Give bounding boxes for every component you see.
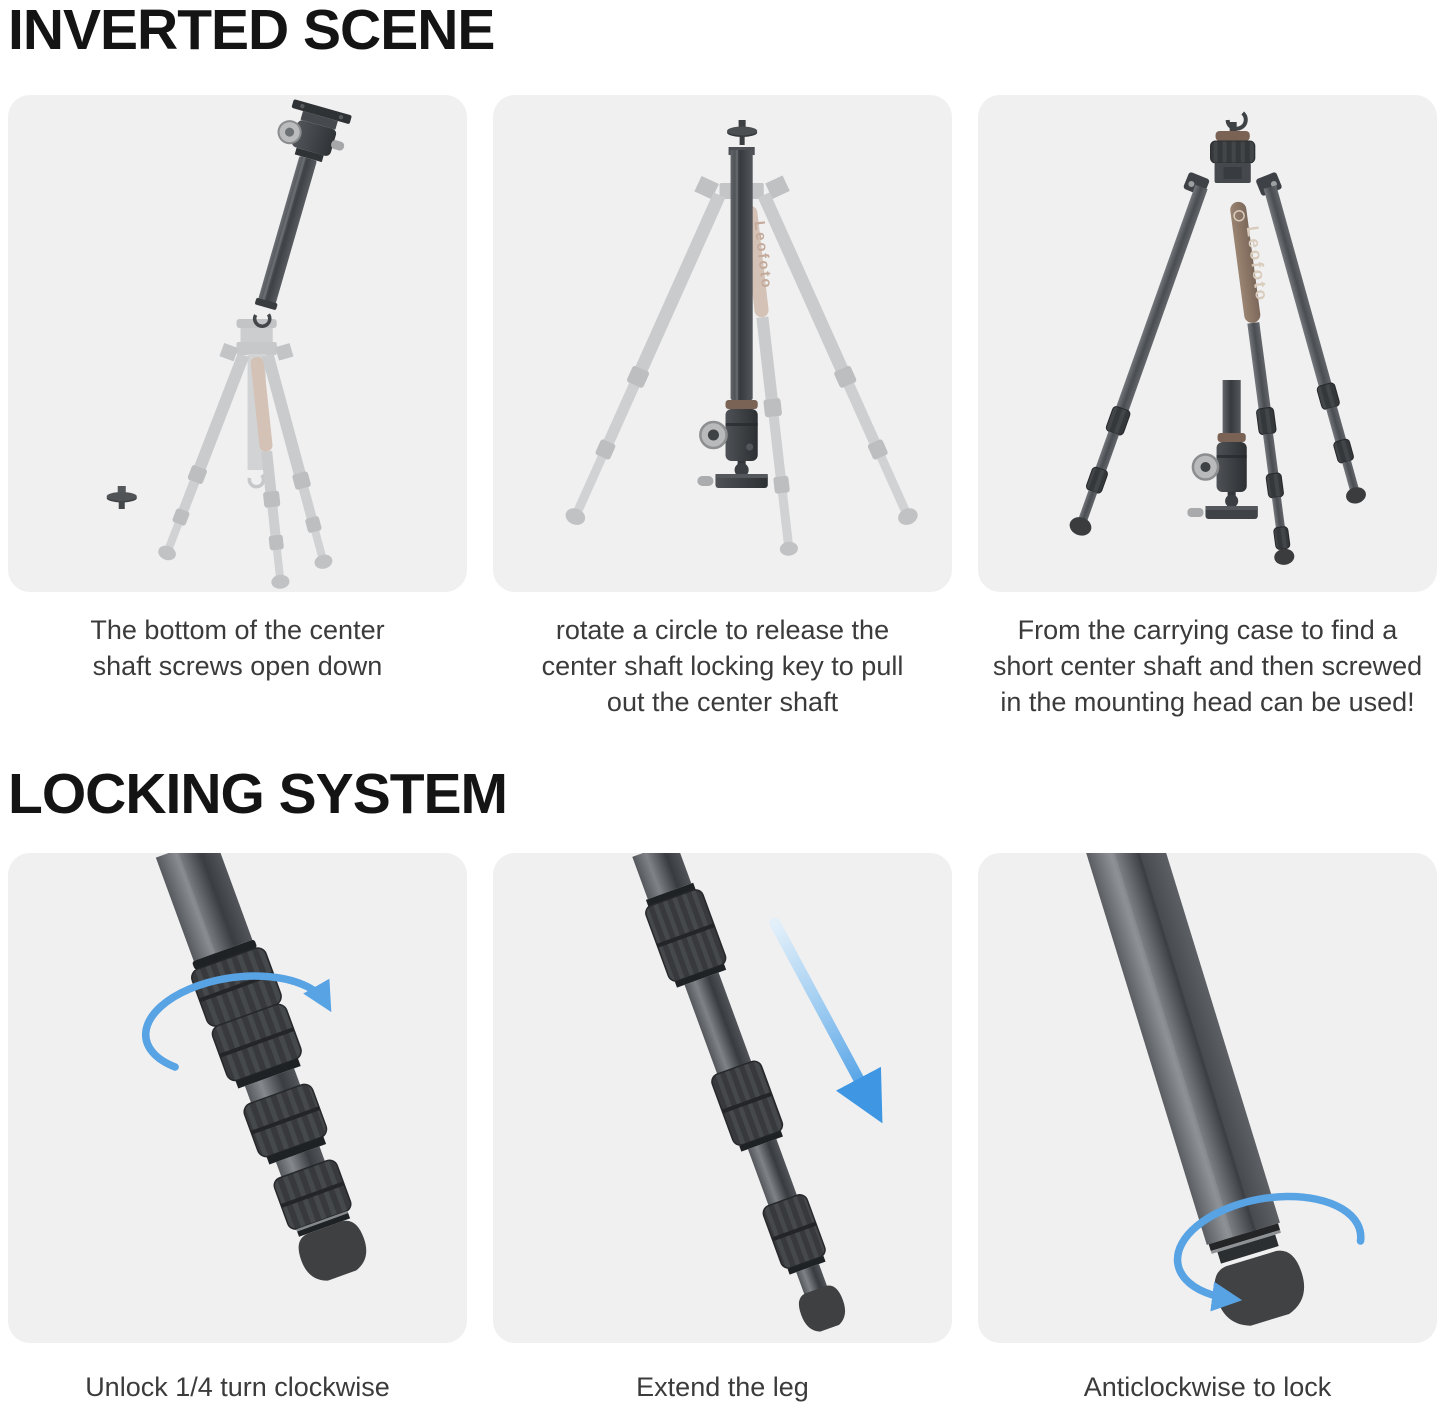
screw-adapter [106, 486, 137, 509]
photo-panel-center-shaft-removed [8, 95, 467, 592]
caption-line: in the mounting head can be used! [1000, 687, 1415, 717]
brown-ring [1215, 131, 1250, 141]
ghost-leg-left [158, 352, 250, 561]
caption-unlock: Unlock 1/4 turn clockwise [8, 1369, 467, 1405]
caption-step-2: rotate a circle to release the center sh… [493, 612, 952, 720]
caption-lock: Anticlockwise to lock [978, 1369, 1437, 1405]
rubber-foot [798, 1285, 846, 1332]
caption-line: Anticlockwise to lock [1083, 1372, 1332, 1402]
illustration-center-shaft-removed [106, 99, 352, 589]
section-heading-locking-system: LOCKING SYSTEM [8, 762, 508, 826]
anticlockwise-arrow-icon [1173, 1192, 1365, 1312]
caption-line: short center shaft and then screwed [992, 651, 1423, 681]
extend-arrow-icon [769, 917, 883, 1124]
ball-head [1216, 442, 1247, 492]
illustration-unlock-clockwise [142, 853, 367, 1281]
leg-tube [684, 972, 752, 1075]
tripod-leg-right [1263, 185, 1366, 504]
tripod-solid: Leofoto [1069, 111, 1366, 565]
photo-panel-unlock-clockwise [8, 853, 467, 1343]
illustration-release-locking-key: Leofoto [565, 120, 918, 556]
rubber-foot [298, 1220, 367, 1281]
leg-closeup [1077, 853, 1305, 1326]
caption-line: center shaft locking key to pull [541, 651, 904, 681]
ball-head [725, 409, 758, 461]
ghost-leg-right [261, 353, 333, 569]
section-heading-inverted-scene: INVERTED SCENE [8, 0, 495, 62]
photo-panel-release-locking-key: Leofoto [493, 95, 952, 592]
caption-step-1: The bottom of the center shaft screws op… [8, 612, 467, 720]
leaf-logo-icon [1233, 210, 1245, 222]
ghost-leg-left [565, 192, 726, 525]
caption-extend: Extend the leg [493, 1369, 952, 1405]
leg-lock [1273, 526, 1291, 550]
inverted-ball-head-assembly [1187, 380, 1258, 519]
ghost-leg-right [757, 192, 918, 525]
caption-line: Extend the leg [636, 1372, 809, 1402]
caption-line: From the carrying case to find a [1017, 615, 1398, 645]
leg-wrap [1230, 201, 1261, 323]
ghost-leg-center [250, 356, 290, 589]
tripod-ghost [158, 319, 333, 589]
illustration-extend-leg [632, 853, 883, 1332]
leg-tube [1077, 853, 1280, 1245]
photo-panel-anticlockwise-lock [978, 853, 1437, 1343]
brown-ring [1217, 433, 1246, 442]
caption-line: The bottom of the center [90, 615, 385, 645]
qr-clamp [300, 111, 338, 130]
caption-step-3: From the carrying case to find a short c… [978, 612, 1437, 720]
clockwise-arrow-icon [142, 972, 332, 1071]
ghost-hook-icon [247, 473, 266, 489]
leg-tube [747, 1138, 797, 1206]
locking-system-panel-row [8, 853, 1437, 1343]
tripod-leg-front: Leofoto [1230, 201, 1295, 565]
illustration-short-shaft-mounted: Leofoto [1069, 111, 1366, 565]
leg-closeup [155, 853, 367, 1281]
center-column-assembly [252, 99, 352, 328]
caption-line: out the center shaft [606, 687, 839, 717]
ball-head [292, 120, 337, 156]
clamp-knob [697, 476, 714, 486]
rubber-foot [1069, 517, 1092, 536]
photo-panel-extend-leg [493, 853, 952, 1343]
illustration-anticlockwise-lock [1077, 853, 1365, 1326]
tripod-leg-left [1069, 184, 1208, 536]
leg-lock [1105, 406, 1131, 436]
mounting-screw [727, 120, 758, 145]
leg-tube [632, 853, 692, 900]
rubber-foot [1274, 548, 1295, 565]
hook-icon [252, 313, 272, 328]
rubber-foot [1346, 487, 1366, 504]
caption-line: rotate a circle to release the [555, 615, 890, 645]
brown-ring [725, 400, 758, 409]
clamp-knob [1187, 508, 1204, 517]
locking-system-captions: Unlock 1/4 turn clockwise Extend the leg… [8, 1369, 1437, 1405]
leg-lock [1265, 472, 1284, 499]
caption-line: Unlock 1/4 turn clockwise [85, 1372, 390, 1402]
caption-line: shaft screws open down [92, 651, 383, 681]
leg-lock [1256, 406, 1277, 436]
leg-lock [1085, 466, 1108, 494]
inverted-scene-panel-row: Leofoto [8, 95, 1437, 592]
leg-extended [632, 853, 846, 1332]
leg-tube [155, 853, 253, 961]
center-column-assembly [697, 147, 768, 488]
center-column-tube [730, 150, 753, 400]
leg-lock [1333, 438, 1354, 464]
leg-lock [1316, 382, 1340, 410]
hook-icon [1225, 111, 1248, 131]
top-lock [1210, 140, 1256, 164]
center-column-tube [258, 156, 317, 305]
photo-panel-short-shaft-mounted: Leofoto [978, 95, 1437, 592]
inverted-scene-captions: The bottom of the center shaft screws op… [8, 612, 1437, 720]
tripod-ghost: Leofoto [565, 175, 918, 556]
